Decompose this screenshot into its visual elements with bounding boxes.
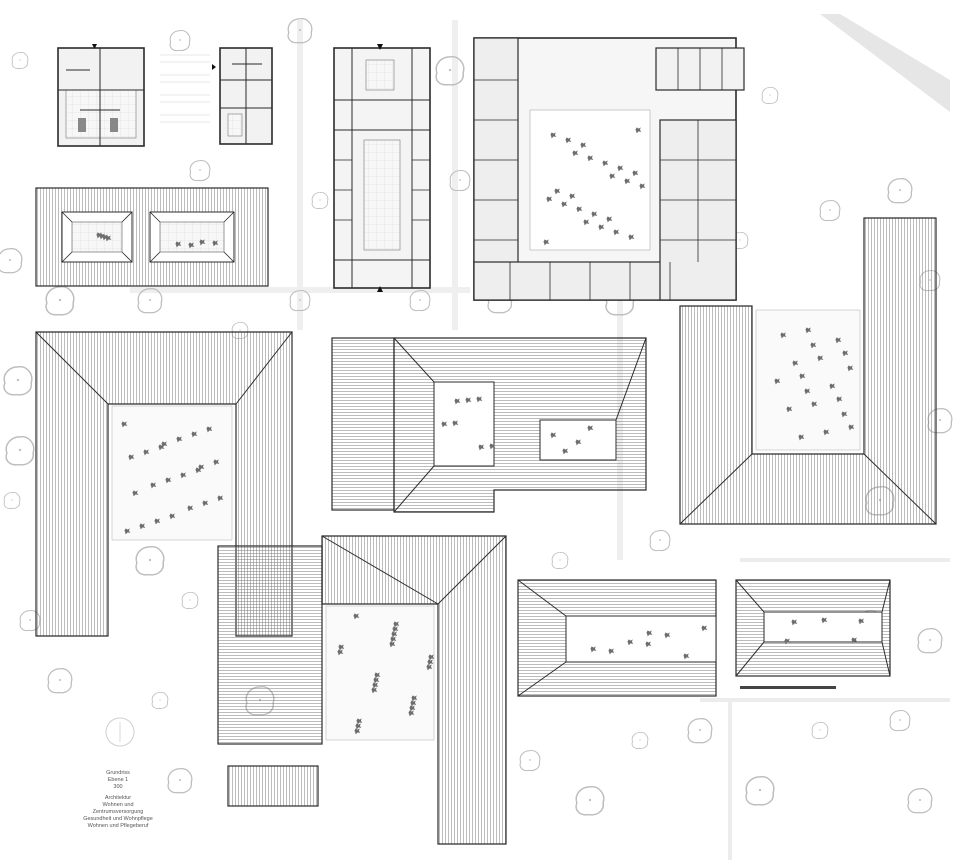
- building-c-roof: [35, 187, 269, 287]
- tree-symbol: [745, 775, 775, 806]
- tree-symbol: [761, 86, 779, 104]
- legend-line: Architektur: [104, 795, 132, 801]
- tree-symbol: [5, 435, 35, 466]
- tree-symbol: [519, 749, 541, 772]
- building-e-plan: [473, 37, 745, 301]
- building-k-roof: [735, 579, 891, 689]
- building-b-plan: [160, 47, 273, 145]
- tree-symbol: [45, 285, 75, 316]
- tree-symbol: [0, 247, 23, 274]
- tree-symbol: [135, 545, 165, 576]
- tree-symbol: [687, 717, 713, 744]
- tree-symbol: [575, 785, 605, 816]
- tree-symbol: [887, 177, 913, 204]
- building-d-plan: [333, 44, 431, 292]
- legend-title: Grundriss: [106, 770, 130, 776]
- tree-symbol: [3, 365, 33, 396]
- building-j-roof: [517, 579, 717, 697]
- legend-line: Wohnen und Zentrumsversorgung: [92, 802, 144, 815]
- legend-scale: 300: [113, 784, 123, 790]
- building-h-roof: [679, 217, 937, 525]
- tree-symbol: [819, 199, 841, 222]
- north-symbol: [105, 717, 135, 747]
- tree-symbol: [889, 709, 911, 732]
- tree-symbol: [409, 289, 431, 312]
- tree-symbol: [551, 551, 569, 569]
- tree-symbol: [181, 591, 199, 609]
- tree-symbol: [151, 691, 169, 709]
- tree-symbol: [435, 55, 465, 86]
- building-g-roof: [331, 337, 647, 513]
- tree-symbol: [11, 51, 29, 69]
- legend-level: Ebene 1: [107, 777, 129, 783]
- tree-symbol: [631, 731, 649, 749]
- site-ground: [130, 14, 950, 860]
- building-a-plan: [57, 44, 145, 147]
- tree-symbol: [311, 191, 329, 209]
- tree-symbol: [169, 29, 191, 52]
- building-i-roof: [217, 535, 507, 845]
- legend-line: Gesundheit und Wohnpflege: [83, 816, 153, 822]
- tree-symbol: [189, 159, 211, 182]
- tree-symbol: [167, 767, 193, 794]
- tree-symbol: [3, 491, 21, 509]
- tree-symbol: [917, 627, 943, 654]
- tree-symbol: [811, 721, 829, 739]
- tree-symbol: [47, 667, 73, 694]
- plan-legend: Grundriss Ebene 1 300 Architektur Wohnen…: [78, 770, 158, 830]
- tree-symbol: [649, 529, 671, 552]
- tree-symbol: [907, 787, 933, 814]
- legend-line: Wohnen und Pflegeberuf: [87, 823, 149, 829]
